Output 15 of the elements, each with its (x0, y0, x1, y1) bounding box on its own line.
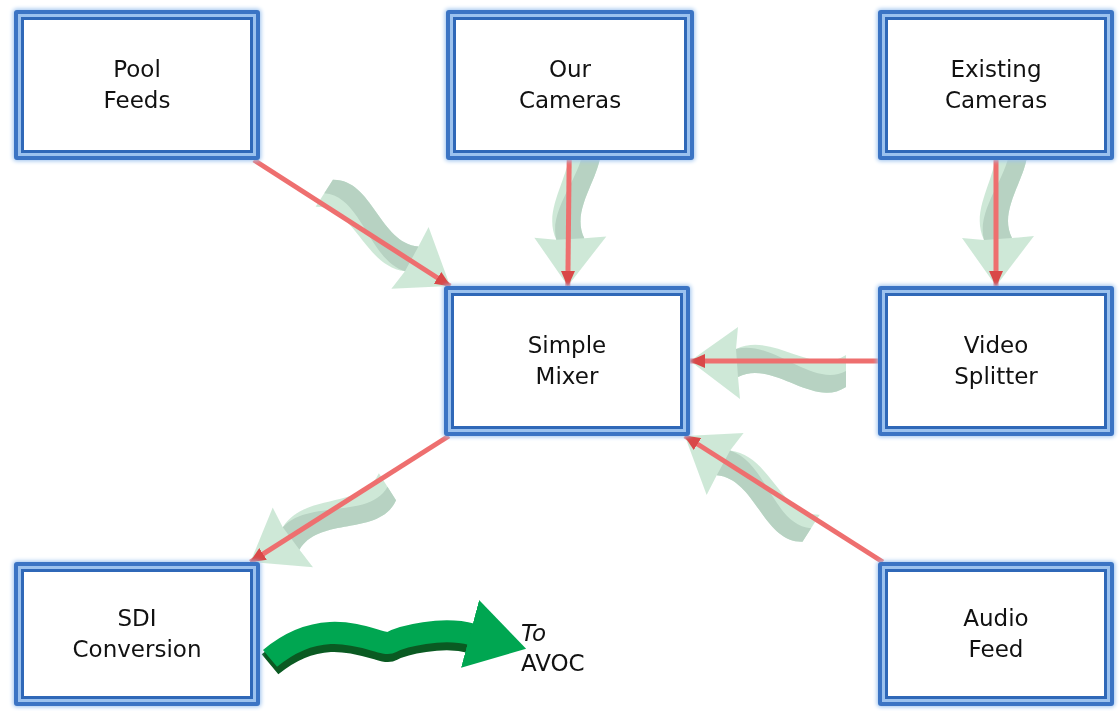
box-label: Pool Feeds (103, 54, 171, 115)
process-box (14, 10, 260, 160)
box-label: SDI Conversion (72, 603, 202, 664)
process-box (878, 562, 1114, 706)
box-label: Our Cameras (518, 54, 622, 115)
box-label: Simple Mixer (527, 330, 607, 391)
box-label: Audio Feed (963, 603, 1029, 664)
box-label: Existing Cameras (944, 54, 1048, 115)
destination-label: To AVOC (520, 619, 586, 678)
box-label: Video Splitter (954, 330, 1038, 391)
process-box (878, 286, 1114, 436)
process-box (878, 10, 1114, 160)
process-box (444, 286, 690, 436)
process-box (446, 10, 694, 160)
process-box (14, 562, 260, 706)
